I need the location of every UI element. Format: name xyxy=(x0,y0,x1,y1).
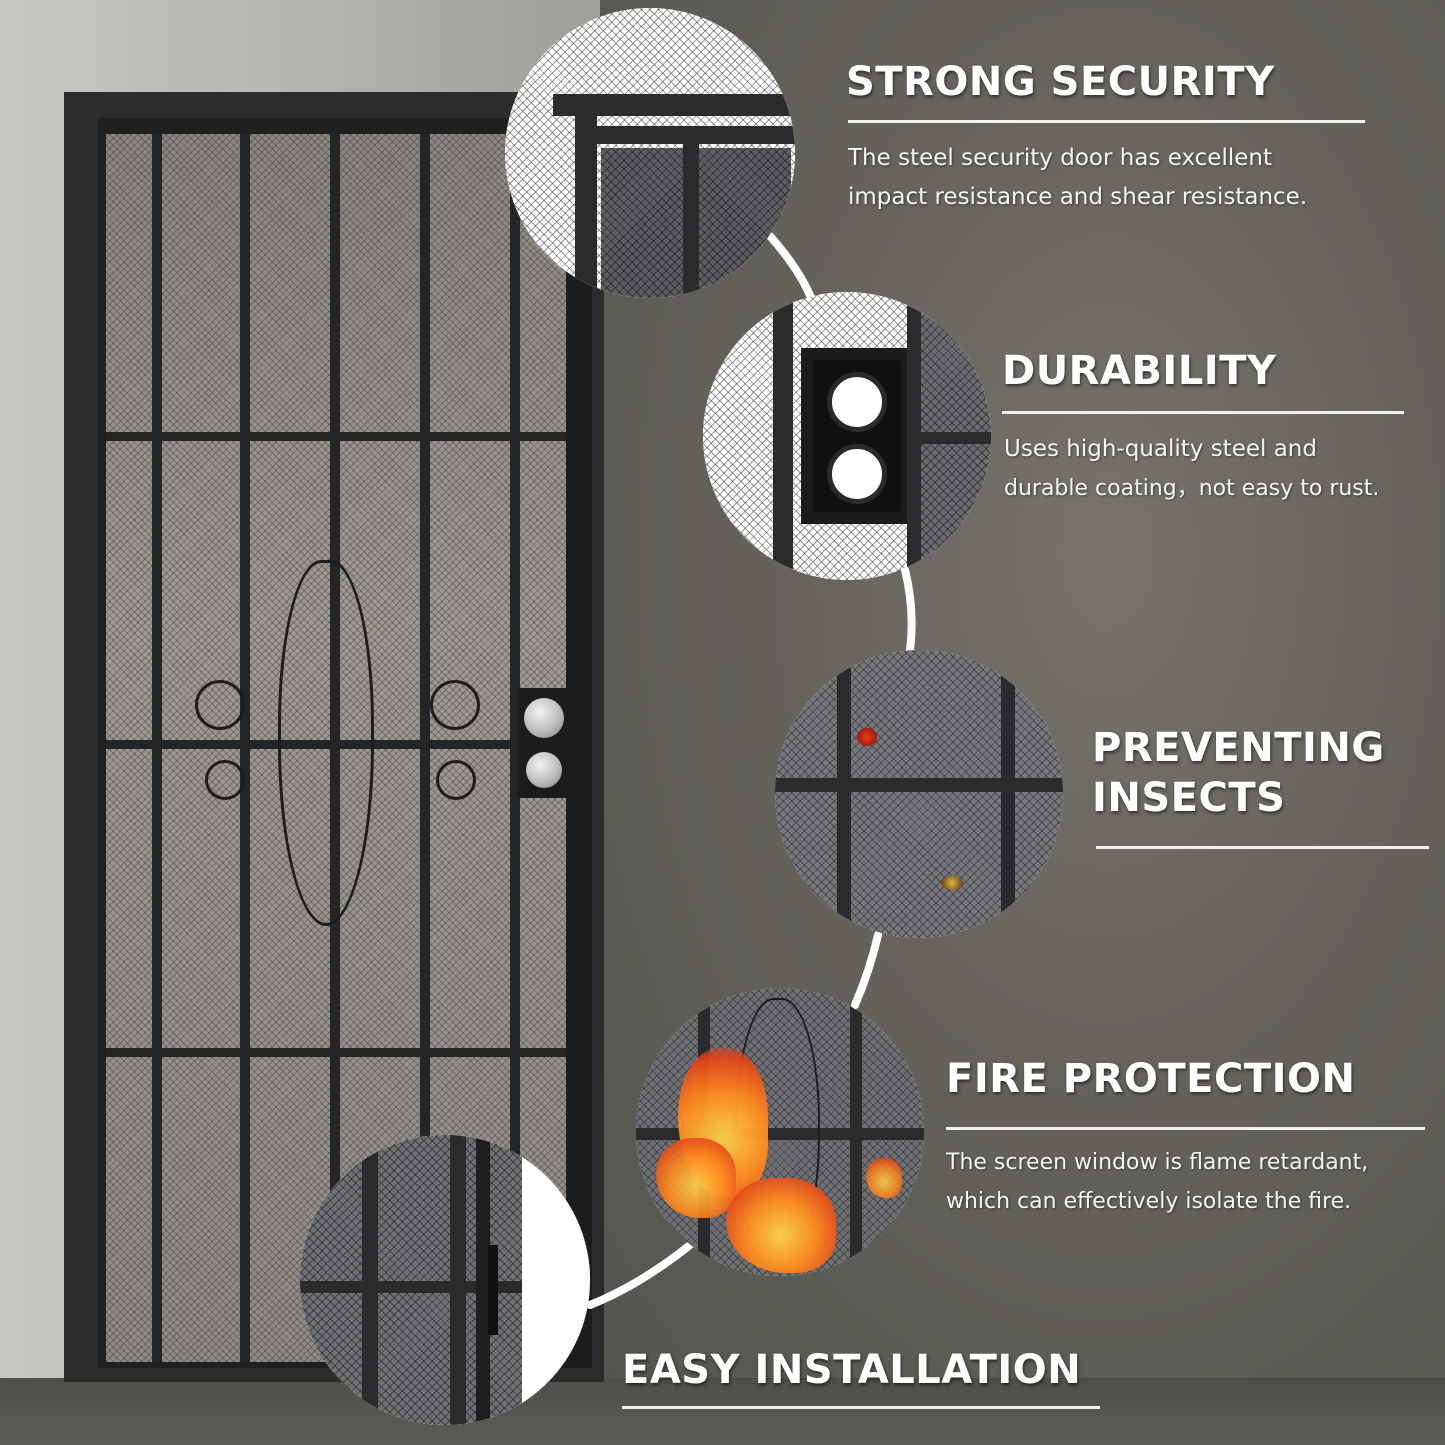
feature-desc-durability-line1: Uses high-quality steel and xyxy=(1004,436,1317,462)
door-scroll-ornament xyxy=(278,560,374,926)
door-knob xyxy=(524,698,564,738)
ladybug-icon xyxy=(857,728,877,746)
deadbolt xyxy=(526,752,562,788)
bee-icon xyxy=(941,876,963,890)
feature-desc-strong-security-line2: impact resistance and shear resistance. xyxy=(848,184,1308,210)
divider xyxy=(1096,846,1429,849)
feature-title-preventing-insects-line1: PREVENTING xyxy=(1092,725,1385,771)
feature-title-durability: DURABILITY xyxy=(1002,348,1277,394)
door-scroll-ornament xyxy=(195,680,245,730)
lock-closeup xyxy=(703,292,991,580)
flame-icon xyxy=(866,1158,902,1198)
hinge-closeup xyxy=(300,1135,590,1425)
divider xyxy=(848,120,1365,123)
door-crossbar xyxy=(106,1048,566,1057)
flame-icon xyxy=(726,1178,836,1273)
divider xyxy=(622,1406,1100,1409)
feature-title-strong-security: STRONG SECURITY xyxy=(846,59,1275,105)
feature-desc-fire-protection-line1: The screen window is flame retardant, xyxy=(946,1150,1369,1175)
security-door-closeup xyxy=(505,8,795,298)
flame-icon xyxy=(656,1138,736,1218)
floor xyxy=(0,1378,1445,1445)
connector-line xyxy=(901,566,916,654)
feature-title-fire-protection: FIRE PROTECTION xyxy=(946,1056,1356,1102)
feature-title-easy-installation: EASY INSTALLATION xyxy=(622,1347,1082,1393)
fire-mesh-closeup xyxy=(636,988,924,1276)
door-scroll-ornament xyxy=(436,760,476,800)
divider xyxy=(946,1127,1425,1130)
insect-mesh-closeup xyxy=(775,650,1063,938)
feature-desc-strong-security-line1: The steel security door has excellent xyxy=(848,145,1272,171)
divider xyxy=(1002,411,1404,414)
door-scroll-ornament xyxy=(430,680,480,730)
door-crossbar xyxy=(106,432,566,441)
door-scroll-ornament xyxy=(205,760,245,800)
feature-desc-durability-line2: durable coating，not easy to rust. xyxy=(1004,476,1380,501)
feature-desc-fire-protection-line2: which can effectively isolate the fire. xyxy=(946,1189,1352,1214)
feature-title-preventing-insects-line2: INSECTS xyxy=(1092,775,1286,821)
